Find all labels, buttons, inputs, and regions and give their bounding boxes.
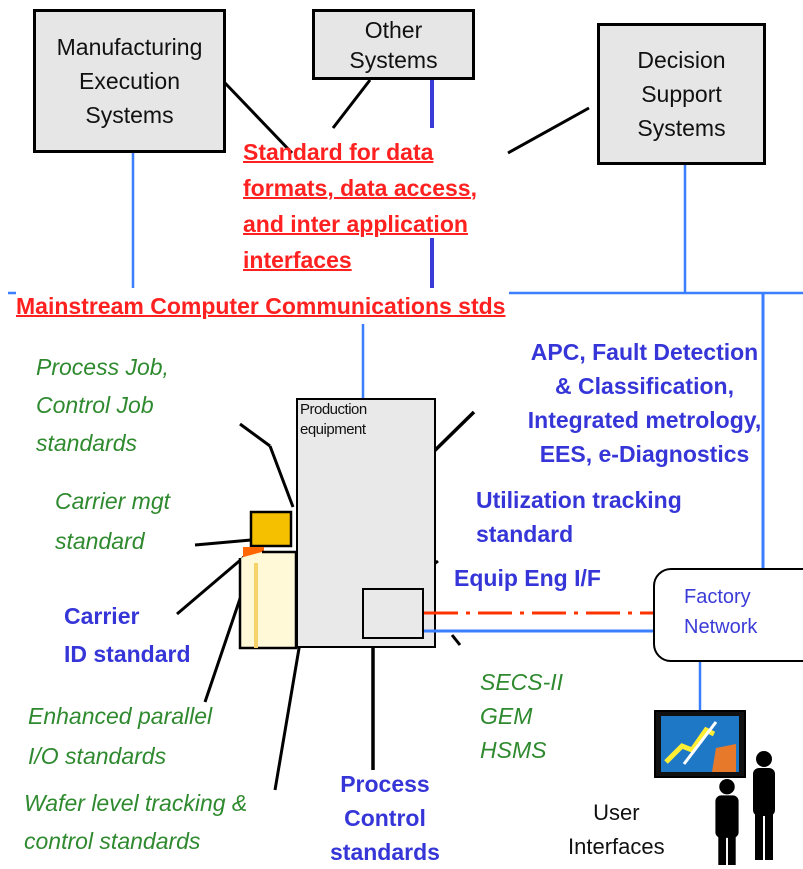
mes-box: Manufacturing Execution Systems [33, 9, 226, 153]
wafer-level-label: Wafer level tracking & control standards [24, 790, 248, 854]
other-systems-label: Other Systems [349, 16, 438, 73]
person-icon-back [753, 751, 775, 860]
equip-eng-interface-box [362, 588, 424, 639]
carrier-mgt-block [249, 510, 293, 548]
factory-network-label: Factory Network [684, 586, 758, 638]
utilization-label: Utilization tracking standard [476, 487, 682, 547]
enhanced-parallel-label: Enhanced parallel I/O standards [28, 703, 213, 769]
other-systems-box: Other Systems [312, 9, 475, 80]
standard-data-label: Standard for data formats, data access, … [243, 139, 477, 273]
process-control-label: Process Control standards [330, 771, 440, 865]
carrier-id-label: Carrier ID standard [64, 603, 191, 667]
process-job-label: Process Job, Control Job standards [36, 354, 169, 456]
mainstream-label: Mainstream Computer Communications stds [16, 288, 510, 324]
mes-box-label: Manufacturing Execution Systems [56, 34, 203, 128]
carrier-id-tag [243, 547, 264, 558]
production-equipment-label: Production equipment [300, 401, 367, 438]
carrier-mgt-label: Carrier mgt standard [55, 488, 171, 554]
user-interfaces-label: User Interfaces [568, 800, 665, 859]
equip-eng-label: Equip Eng I/F [454, 565, 601, 591]
apc-label: APC, Fault Detection & Classification, I… [527, 339, 762, 467]
person-icon-front [715, 778, 739, 865]
factory-network-box: Factory Network [653, 568, 803, 662]
monitor-icon [654, 710, 746, 778]
secs-label: SECS-II GEM HSMS [480, 669, 564, 763]
decision-support-box: Decision Support Systems [597, 23, 766, 165]
decision-support-label: Decision Support Systems [637, 47, 726, 141]
